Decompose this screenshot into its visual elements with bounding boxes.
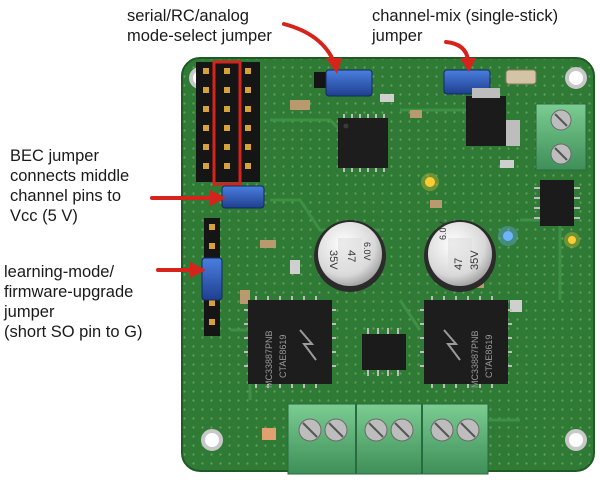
voltage-regulator (466, 88, 520, 146)
arrow-bec-head (210, 190, 226, 206)
channel-pin-header (196, 62, 260, 182)
arrow-mode-select (282, 22, 336, 64)
arrow-channel-mix (444, 40, 470, 62)
power-terminal-block (535, 103, 587, 171)
middle-pin-highlight (212, 60, 242, 186)
channel-mix-callout-line1: channel-mix (single-stick) (372, 7, 559, 25)
motor-driver-right: MC33887PNB CTAE8619 (420, 296, 512, 388)
bec-jumper (221, 185, 265, 209)
status-leds (421, 173, 580, 248)
small-ic (534, 180, 580, 226)
callout-arrows (150, 22, 476, 278)
capacitor-left: 35V 47 6.0V (314, 220, 386, 292)
capacitor-right: 6.0V 47 35V (424, 220, 496, 292)
learning-mode-callout: learning-mode/ firmware-upgrade jumper (… (4, 262, 142, 342)
capacitor-right-voltage: 35V (469, 250, 481, 270)
capacitor-left-voltage: 35V (327, 250, 339, 270)
mode-select-jumper (314, 69, 373, 97)
mode-select-callout-line2: mode-select jumper (127, 27, 272, 45)
channel-mix-callout-line2: jumper (372, 27, 423, 45)
driver-right-part: MC33887PNB (470, 330, 480, 388)
capacitor-right-rating: 6.0V (438, 221, 448, 240)
motor-terminal-block (287, 403, 489, 475)
microcontroller-chip (338, 114, 388, 172)
arrow-mode-select-head (326, 58, 342, 74)
capacitor-left-rating: 6.0V (362, 242, 372, 261)
driver-right-lot: CTAE8619 (484, 335, 494, 378)
channel-mix-callout: channel-mix (single-stick) jumper (372, 6, 558, 46)
bec-callout: BEC jumper connects middle channel pins … (10, 146, 129, 226)
learning-callout-line3: jumper (4, 303, 55, 321)
bec-callout-line3: channel pins to (10, 187, 121, 205)
arrow-learning-head (190, 262, 206, 278)
driver-left-part: MC33887PNB (264, 330, 274, 388)
arrow-channel-mix-head (460, 58, 476, 72)
mode-select-callout: serial/RC/analog mode-select jumper (127, 6, 272, 46)
learning-callout-line2: firmware-upgrade (4, 283, 134, 301)
learning-callout-line4: (short SO pin to G) (4, 323, 143, 341)
center-ic (362, 328, 406, 376)
bec-callout-line1: BEC jumper (10, 147, 99, 165)
mode-select-callout-line1: serial/RC/analog (127, 7, 249, 25)
capacitor-left-value: 47 (345, 250, 357, 262)
bec-callout-line4: Vcc (5 V) (10, 207, 78, 225)
motor-driver-left: MC33887PNB CTAE8619 (244, 296, 336, 388)
bec-callout-line2: connects middle (10, 167, 130, 185)
smd-components (240, 69, 537, 440)
capacitor-right-value: 47 (453, 258, 465, 270)
learning-mode-jumper (201, 257, 223, 301)
driver-left-lot: CTAE8619 (278, 335, 288, 378)
learning-callout-line1: learning-mode/ (4, 263, 115, 281)
